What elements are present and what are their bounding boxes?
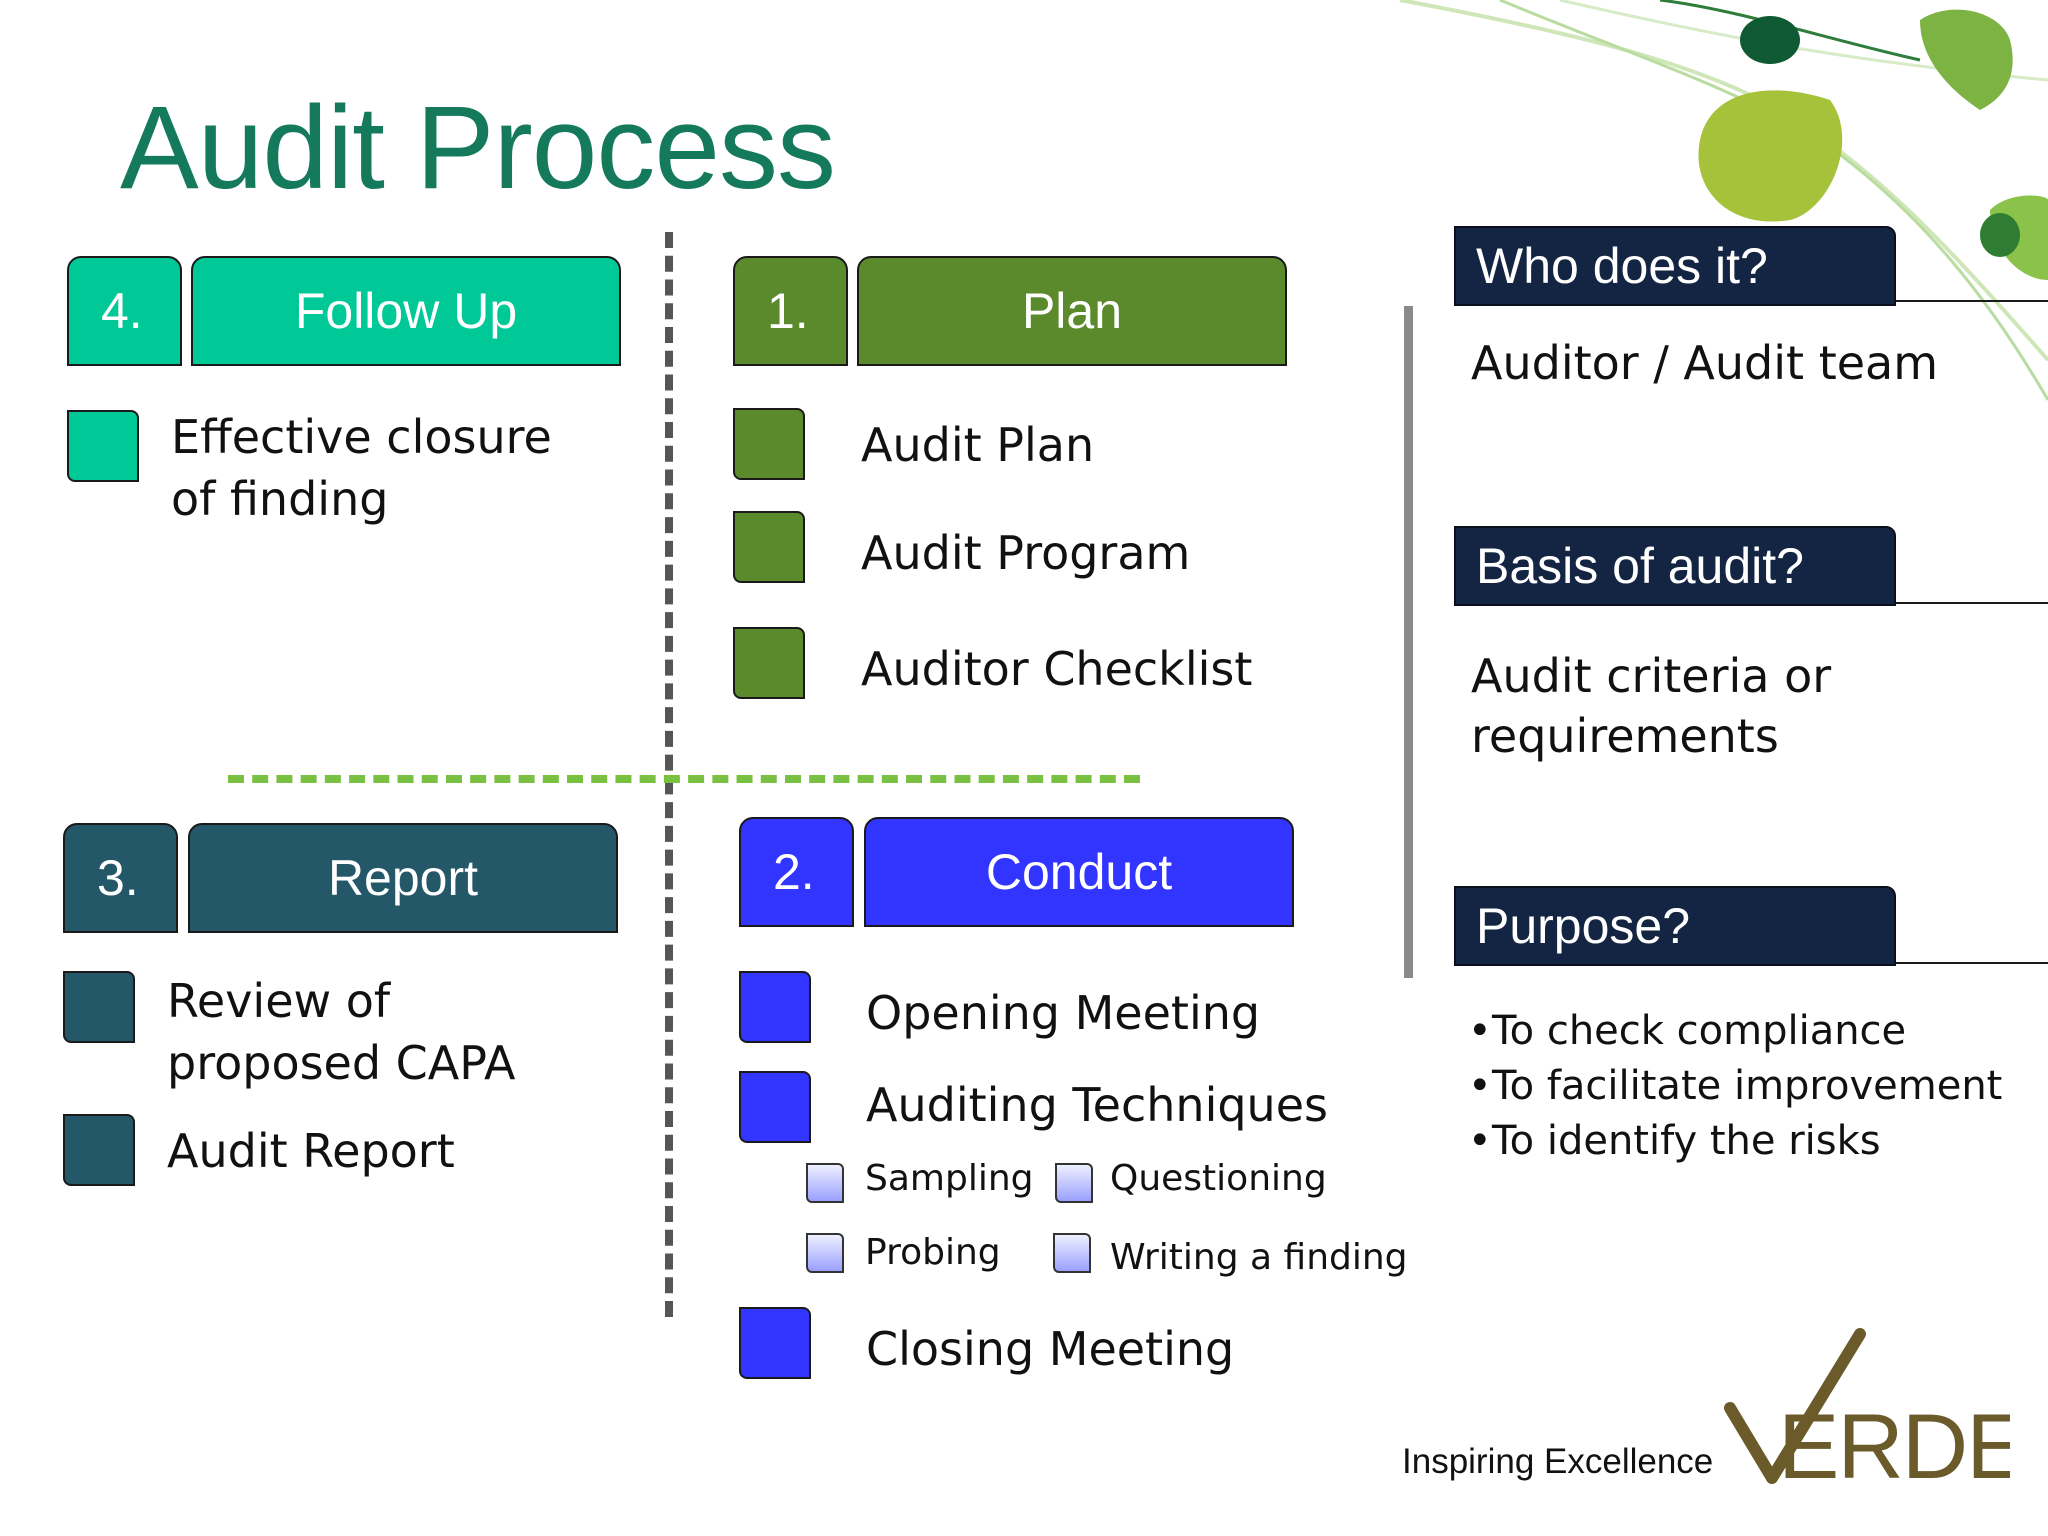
technique-bullet	[1055, 1163, 1093, 1203]
plan-bullet	[733, 627, 805, 699]
step-3-number: 3.	[63, 823, 178, 933]
purpose-bullet: •	[1468, 1118, 1492, 1164]
purpose-bullet: •	[1468, 1008, 1492, 1054]
conduct-bullet	[739, 971, 811, 1043]
report-item: Audit Report	[167, 1124, 455, 1178]
conduct-item: Closing Meeting	[866, 1322, 1235, 1376]
step-4-label: Follow Up	[191, 256, 621, 366]
step-number: 4.	[101, 283, 143, 339]
plan-item: Audit Program	[861, 526, 1191, 580]
step-label: Report	[327, 850, 479, 906]
plan-item: Auditor Checklist	[861, 642, 1253, 696]
connector-line	[1896, 962, 2048, 964]
conduct-bullet	[739, 1071, 811, 1143]
step-1-number: 1.	[733, 256, 848, 366]
technique-bullet	[806, 1233, 844, 1273]
horizontal-divider	[228, 775, 1140, 783]
purpose-item: To facilitate improvement	[1492, 1063, 2003, 1109]
purpose-item: To identify the risks	[1492, 1118, 1881, 1164]
leaf-decoration	[1399, 0, 2048, 401]
purpose-question: Purpose?	[1476, 898, 1691, 954]
plan-item: Audit Plan	[861, 418, 1095, 472]
step-number: 2.	[773, 844, 815, 900]
technique-label: Sampling	[865, 1158, 1034, 1199]
purpose-item: To check compliance	[1492, 1008, 1907, 1054]
connector-line	[1896, 602, 2048, 604]
report-bullet	[63, 971, 135, 1043]
technique-label: Writing a finding	[1110, 1237, 1408, 1278]
technique-label: Probing	[865, 1232, 1001, 1273]
step-2-number: 2.	[739, 817, 854, 927]
basis-question: Basis of audit?	[1476, 538, 1804, 594]
conduct-item: Auditing Techniques	[866, 1078, 1328, 1132]
who-question: Who does it?	[1476, 238, 1768, 294]
step-1-label: Plan	[857, 256, 1287, 366]
verde-logo: ERDE	[1724, 1328, 2010, 1488]
technique-bullet	[806, 1163, 844, 1203]
step-number: 1.	[767, 283, 809, 339]
step-label: Plan	[1021, 283, 1123, 339]
report-bullet	[63, 1114, 135, 1186]
step-number: 3.	[97, 850, 139, 906]
who-does-it-header: Who does it?	[1454, 226, 1896, 306]
follow-up-item: Effective closure of finding	[171, 410, 552, 526]
follow-up-bullet	[67, 410, 139, 482]
step-3-label: Report	[188, 823, 618, 933]
technique-bullet	[1053, 1233, 1091, 1273]
who-answer: Auditor / Audit team	[1471, 336, 1939, 390]
brand-tagline: Inspiring Excellence	[1402, 1442, 1714, 1481]
step-4-number: 4.	[67, 256, 182, 366]
vertical-divider	[665, 232, 673, 1317]
purpose-bullet: •	[1468, 1063, 1492, 1109]
page-title: Audit Process	[120, 82, 836, 214]
svg-text:ERDE: ERDE	[1778, 1396, 2010, 1488]
step-label: Conduct	[985, 844, 1173, 900]
report-item: Review of proposed CAPA	[167, 974, 516, 1090]
step-label: Follow Up	[294, 283, 518, 339]
step-2-label: Conduct	[864, 817, 1294, 927]
connector-line	[1896, 300, 2048, 302]
purpose-header: Purpose?	[1454, 886, 1896, 966]
right-panel-rule	[1404, 306, 1413, 978]
plan-bullet	[733, 511, 805, 583]
conduct-bullet	[739, 1307, 811, 1379]
conduct-item: Opening Meeting	[866, 986, 1261, 1040]
technique-label: Questioning	[1110, 1158, 1327, 1199]
basis-of-audit-header: Basis of audit?	[1454, 526, 1896, 606]
basis-answer: Audit criteria or requirements	[1471, 649, 1832, 763]
plan-bullet	[733, 408, 805, 480]
